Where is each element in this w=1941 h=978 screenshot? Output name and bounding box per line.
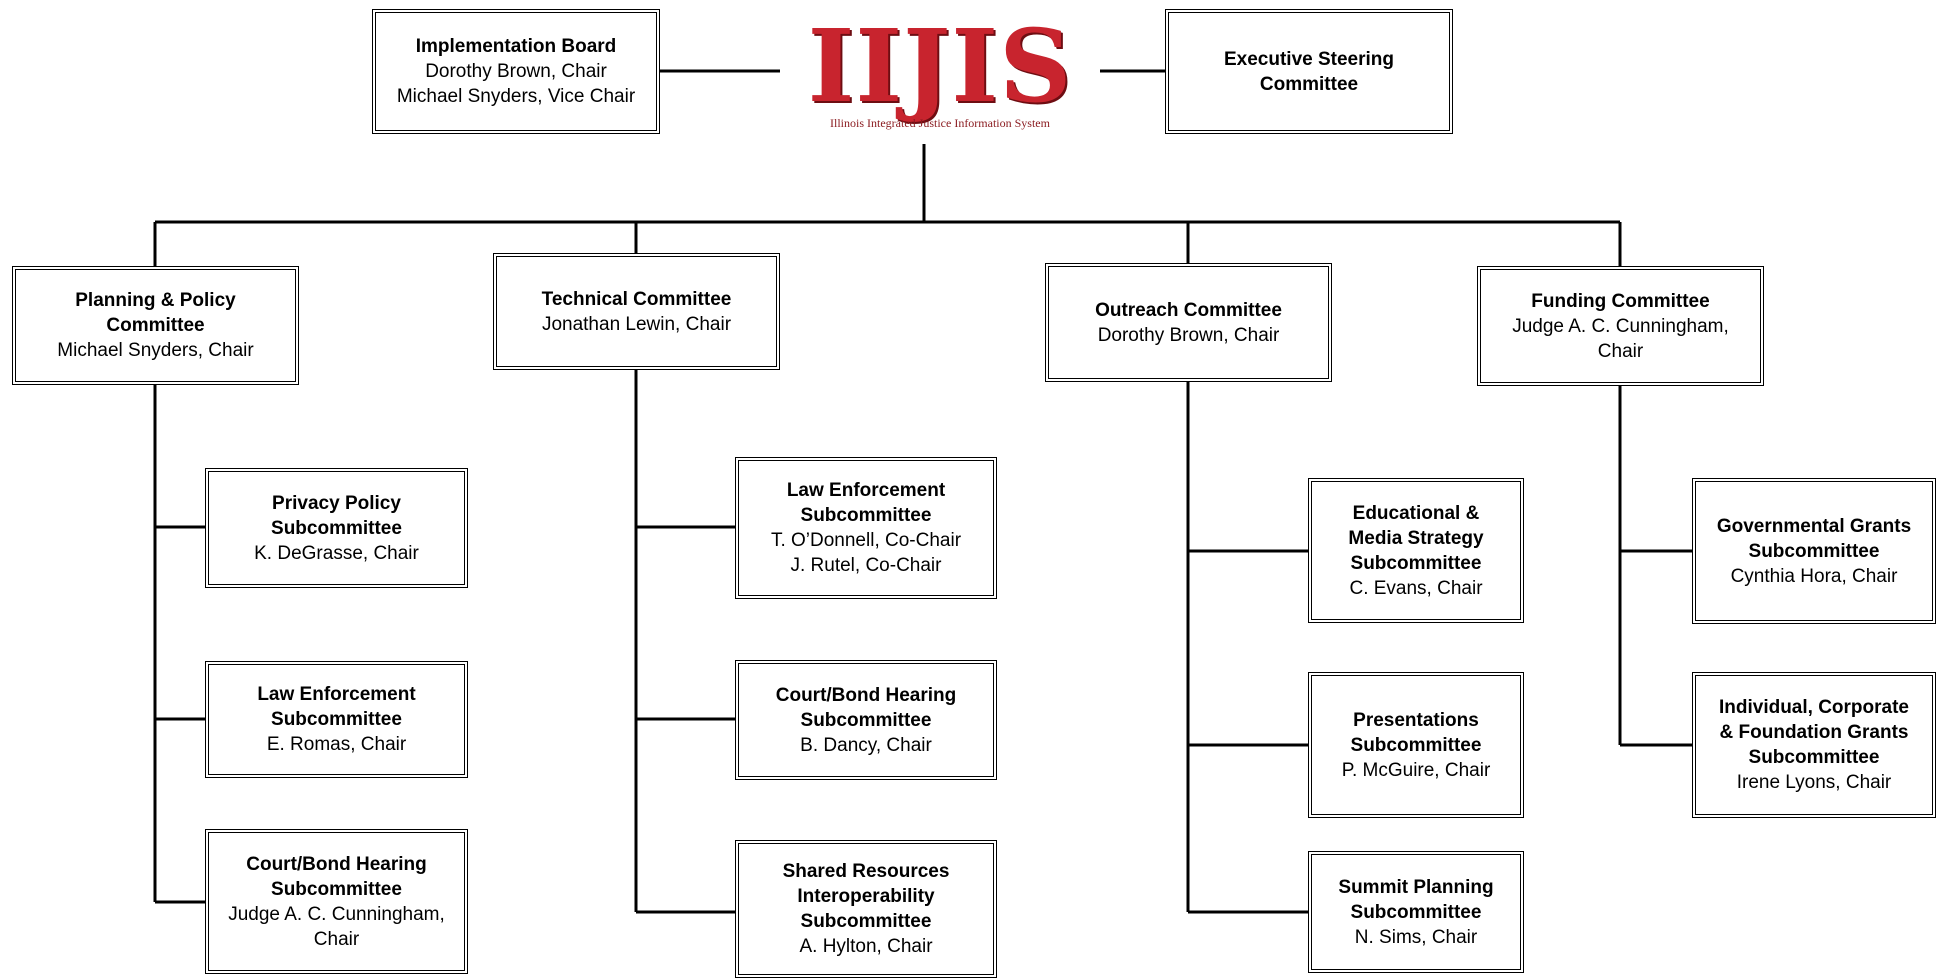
box-person-line: B. Dancy, Chair — [800, 734, 932, 756]
presentations-subcommittee-box: Presentations Subcommittee P. McGuire, C… — [1308, 672, 1524, 818]
box-title-line: Subcommittee — [271, 709, 402, 730]
box-person-line: Irene Lyons, Chair — [1736, 772, 1892, 793]
box-person-line: J. Rutel, Co-Chair — [790, 555, 942, 576]
box-title-line: Law Enforcement — [257, 684, 416, 705]
box-title-line: Subcommittee — [271, 517, 402, 539]
box-person-line: A. Hylton, Chair — [799, 936, 933, 957]
shared-resources-subcommittee-box: Shared Resources Interoperability Subcom… — [735, 840, 997, 978]
box-person-line: Judge A. C. Cunningham, — [228, 903, 445, 925]
box-title-line: Subcommittee — [1748, 540, 1880, 562]
box-title-line: Governmental Grants — [1716, 515, 1912, 537]
box-person-line: C. Evans, Chair — [1349, 577, 1483, 599]
law-enforcement-subcommittee-box: Law Enforcement Subcommittee E. Romas, C… — [205, 661, 468, 778]
implementation-board-box: Implementation Board Dorothy Brown, Chai… — [372, 9, 660, 134]
governmental-grants-subcommittee-box: Governmental Grants Subcommittee Cynthia… — [1692, 478, 1936, 624]
box-title-line: Technical Committee — [541, 288, 732, 310]
box-person-line: Dorothy Brown, Chair — [425, 61, 607, 82]
box-title-line: & Foundation Grants — [1719, 722, 1909, 743]
court-bond-hearing-subcommittee-box: Court/Bond Hearing Subcommittee Judge A.… — [205, 829, 468, 974]
box-person-line: Dorothy Brown, Chair — [1097, 324, 1280, 346]
funding-committee-box: Funding Committee Judge A. C. Cunningham… — [1477, 266, 1764, 386]
outreach-committee-box: Outreach Committee Dorothy Brown, Chair — [1045, 263, 1332, 382]
box-title-line: Presentations — [1353, 709, 1479, 731]
box-title-line: Funding Committee — [1531, 290, 1710, 312]
box-person-line: P. McGuire, Chair — [1341, 759, 1491, 781]
box-person-line: Jonathan Lewin, Chair — [541, 313, 732, 335]
box-title-line: Individual, Corporate — [1718, 697, 1910, 718]
planning-policy-committee-box: Planning & Policy Committee Michael Snyd… — [12, 266, 299, 385]
box-title-line: Shared Resources — [782, 861, 950, 882]
box-title-line: Planning & Policy — [75, 290, 236, 311]
iijis-logo: IIJIS Illinois Integrated Justice Inform… — [780, 14, 1100, 138]
educational-media-subcommittee-box: Educational & Media Strategy Subcommitte… — [1308, 478, 1524, 623]
technical-committee-box: Technical Committee Jonathan Lewin, Chai… — [493, 253, 780, 370]
privacy-policy-subcommittee-box: Privacy Policy Subcommittee K. DeGrasse,… — [205, 468, 468, 588]
individual-corporate-grants-subcommittee-box: Individual, Corporate & Foundation Grant… — [1692, 672, 1936, 818]
box-title-line: Subcommittee — [1350, 734, 1482, 756]
tech-law-enforcement-subcommittee-box: Law Enforcement Subcommittee T. O’Donnel… — [735, 457, 997, 599]
box-person-line: N. Sims, Chair — [1354, 926, 1478, 948]
box-title-line: Subcommittee — [1350, 552, 1482, 574]
box-title-line: Law Enforcement — [786, 480, 946, 501]
box-title-line: Executive Steering — [1223, 48, 1395, 70]
box-title-line: Implementation Board — [415, 36, 617, 57]
executive-steering-box: Executive Steering Committee — [1165, 9, 1453, 134]
logo-title: IIJIS — [807, 7, 1073, 125]
box-title-line: Educational & — [1352, 502, 1480, 524]
box-person-line: Chair — [1597, 340, 1644, 362]
box-title-line: Subcommittee — [271, 878, 402, 900]
box-person-line: Chair — [313, 928, 360, 950]
box-title-line: Court/Bond Hearing — [246, 853, 427, 875]
logo-subtitle: Illinois Integrated Justice Information … — [830, 116, 1050, 130]
box-title-line: Subcommittee — [800, 505, 932, 526]
box-title-line: Subcommittee — [1748, 747, 1880, 768]
box-title-line: Committee — [1259, 73, 1359, 95]
box-title-line: Outreach Committee — [1095, 299, 1282, 321]
box-person-line: Cynthia Hora, Chair — [1730, 565, 1898, 587]
box-person-line: Michael Snyders, Chair — [57, 340, 254, 361]
summit-planning-subcommittee-box: Summit Planning Subcommittee N. Sims, Ch… — [1308, 851, 1524, 973]
tech-court-bond-hearing-subcommittee-box: Court/Bond Hearing Subcommittee B. Dancy… — [735, 660, 997, 780]
box-title-line: Subcommittee — [1350, 901, 1482, 923]
box-title-line: Interoperability — [797, 886, 935, 907]
box-person-line: E. Romas, Chair — [266, 734, 407, 755]
box-title-line: Summit Planning — [1338, 876, 1494, 898]
box-person-line: Judge A. C. Cunningham, — [1512, 315, 1729, 337]
box-title-line: Subcommittee — [800, 709, 932, 731]
box-person-line: K. DeGrasse, Chair — [254, 542, 419, 564]
box-title-line: Court/Bond Hearing — [775, 684, 957, 706]
box-title-line: Committee — [106, 315, 205, 336]
box-person-line: Michael Snyders, Vice Chair — [396, 86, 636, 107]
box-person-line: T. O’Donnell, Co-Chair — [770, 530, 962, 551]
box-title-line: Media Strategy — [1348, 527, 1484, 549]
box-title-line: Subcommittee — [800, 911, 932, 932]
box-title-line: Privacy Policy — [272, 492, 401, 514]
